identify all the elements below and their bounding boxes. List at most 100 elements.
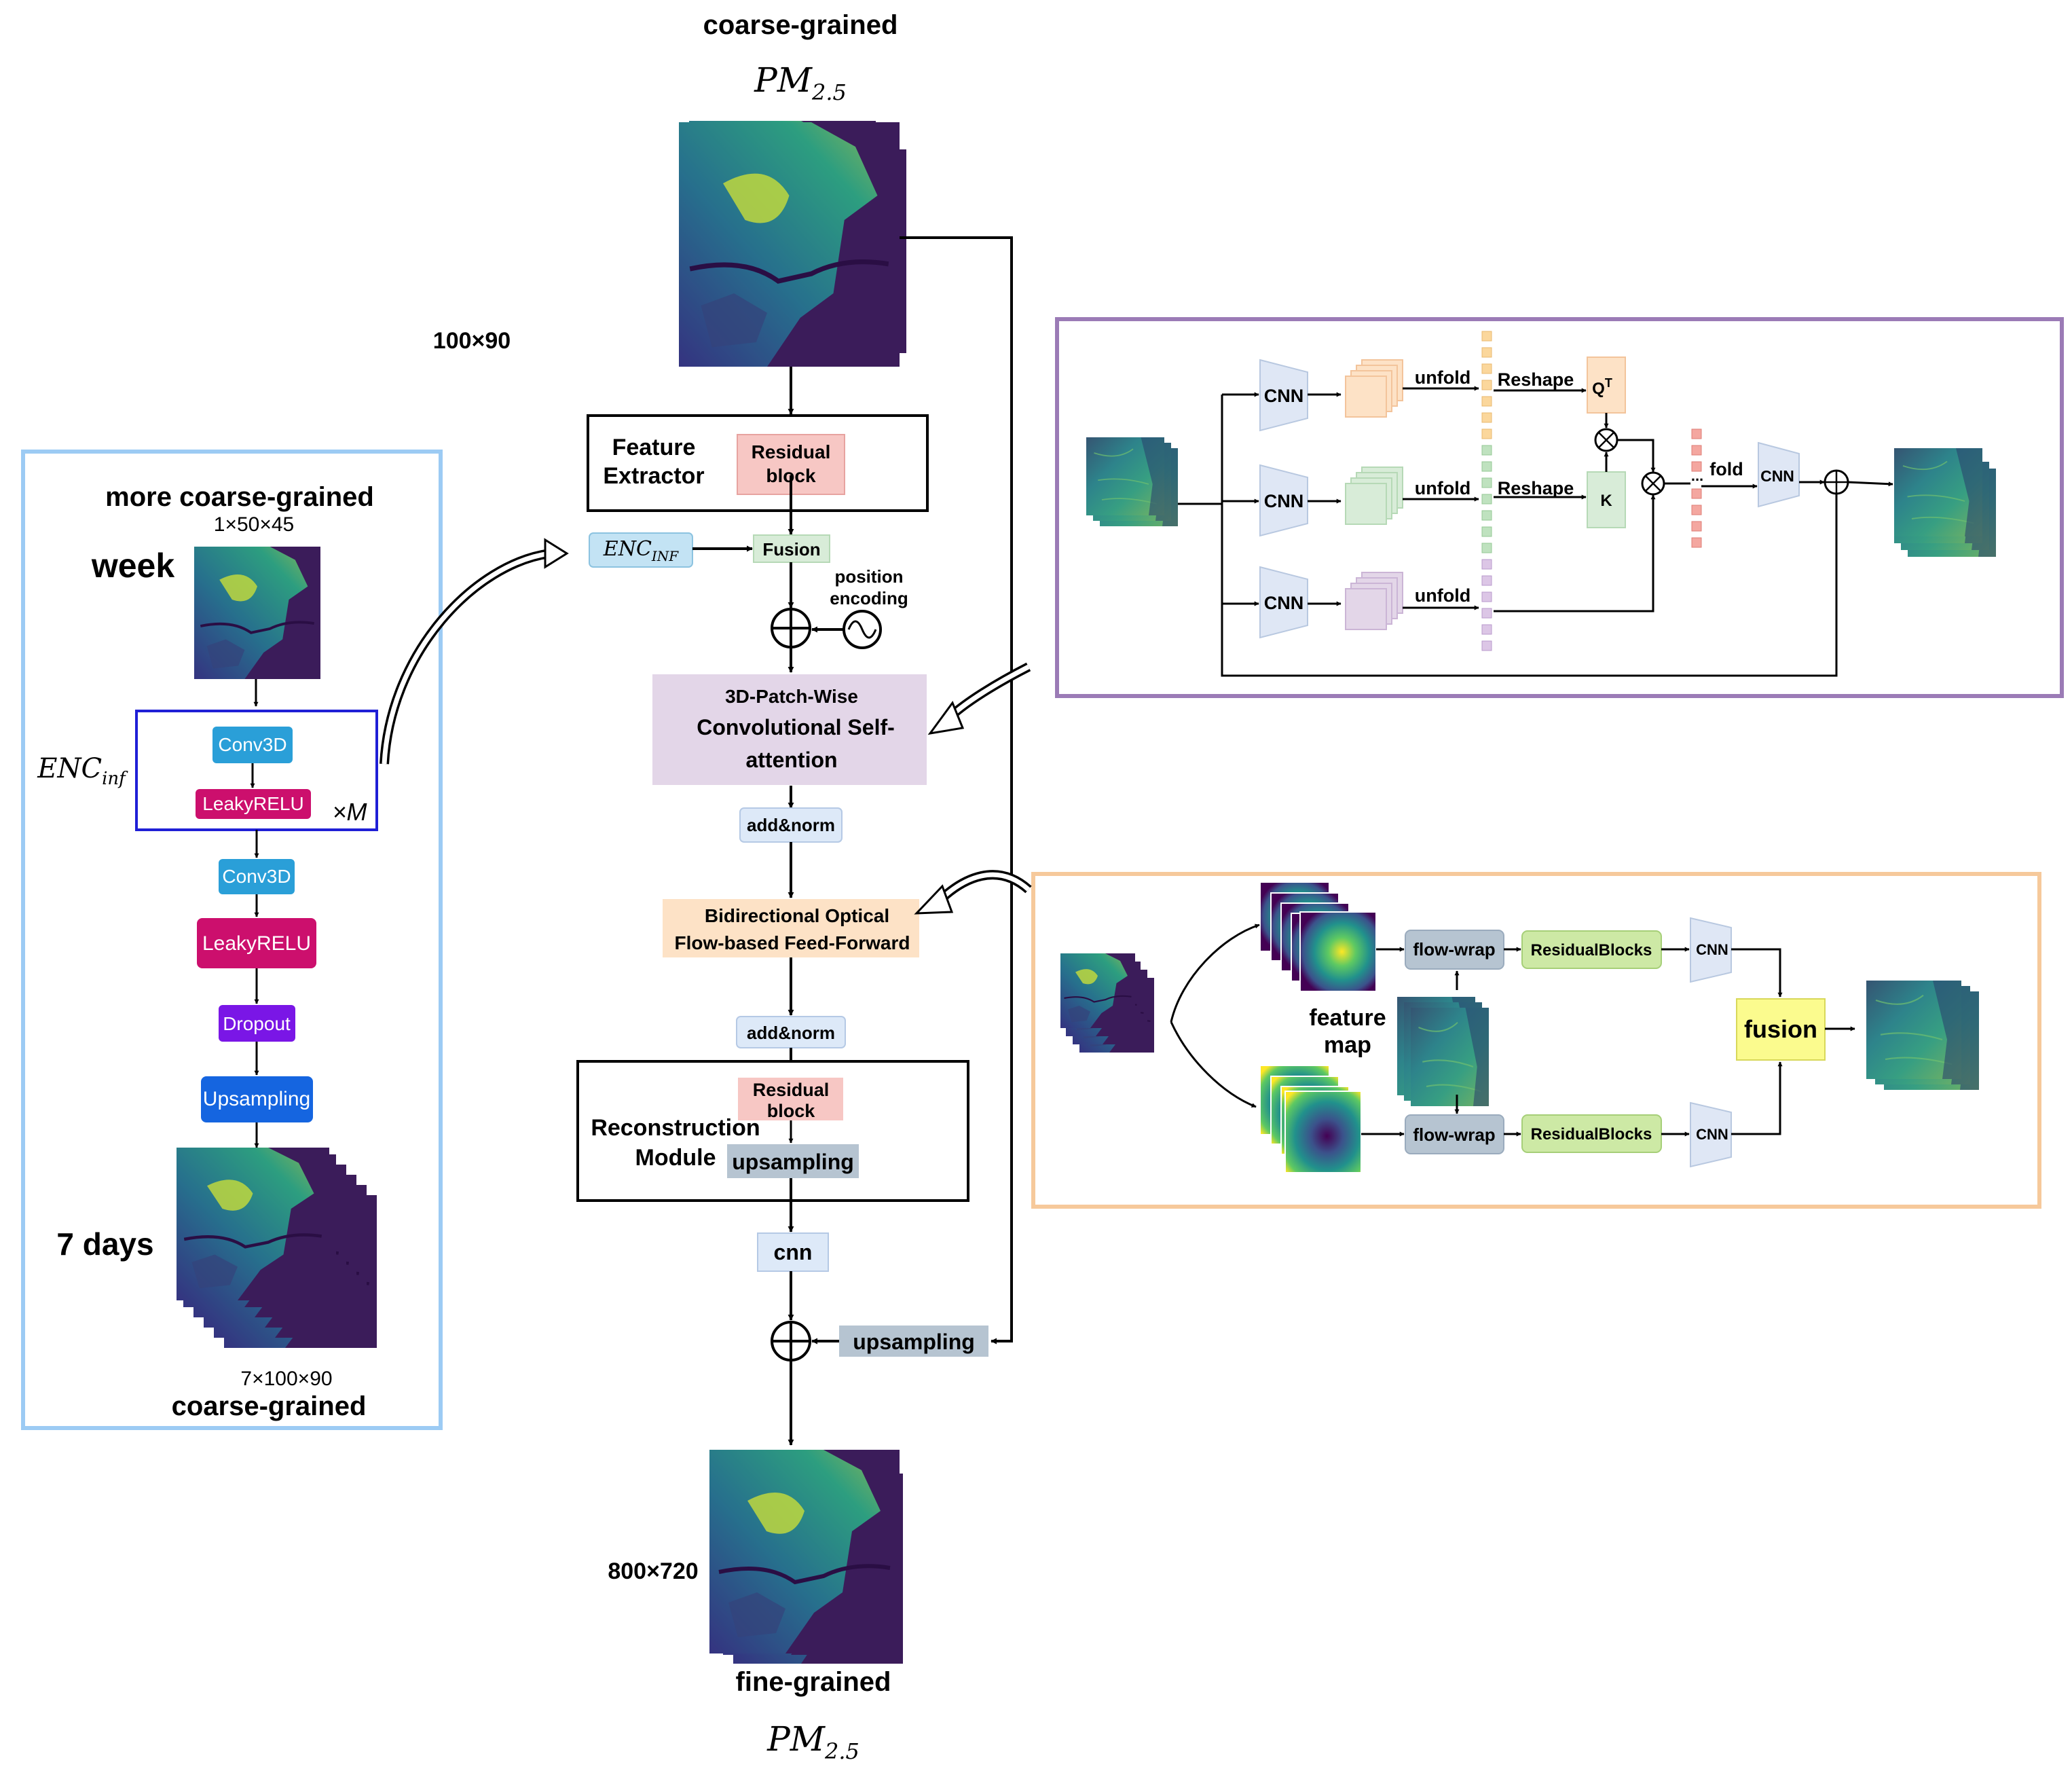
feature-extractor-label-1: Feature	[612, 435, 696, 460]
feed-forward-label-1: Bidirectional Optical	[705, 905, 889, 926]
top-pm25-label: PM2.5	[754, 60, 847, 105]
att-v-to-mult2	[1494, 494, 1656, 613]
left-panel-title: more coarse-grained	[105, 482, 374, 512]
enc-inf-base: ENC	[603, 537, 652, 561]
att-q-box	[1587, 357, 1626, 414]
att-patch-column-v	[1481, 559, 1492, 651]
att-feature-stack-q	[1345, 359, 1403, 418]
att-add-to-output	[1847, 481, 1893, 487]
flow-input-map	[1059, 952, 1155, 1054]
output-map-stack	[709, 1450, 903, 1664]
attention-label-1: 3D-Patch-Wise	[725, 686, 858, 707]
skip-connection-line	[900, 236, 1013, 1345]
flow-cnn1-to-fusion	[1731, 948, 1783, 998]
flow-yellow-blob-stack	[1261, 883, 1377, 992]
fusion-label: Fusion	[762, 539, 820, 560]
recon-residual-box	[738, 1078, 843, 1120]
att-q-text: Q	[1592, 380, 1605, 398]
feed-forward-box	[663, 899, 919, 957]
residual-blocks-label-1: ResidualBlocks	[1531, 941, 1652, 959]
cnn-label: cnn	[774, 1240, 813, 1264]
att-unfold-label-1: unfold	[1415, 367, 1470, 388]
att-k-label: K	[1600, 492, 1612, 510]
feed-forward-label-2: Flow-based Feed-Forward	[675, 932, 910, 953]
att-reshape-label-2: Reshape	[1498, 478, 1574, 498]
position-encoding-label-1: position	[834, 566, 903, 587]
leaky-inner-box	[196, 789, 311, 819]
att-add-circle	[1824, 469, 1849, 495]
add-circle-1	[771, 608, 811, 648]
bottom-pm-base: PM	[766, 1719, 826, 1759]
flow-panel-border	[1031, 872, 2041, 1209]
conv3d-box	[219, 859, 295, 894]
att-output-map	[1893, 447, 1997, 558]
times-m-label: ×M	[332, 798, 367, 826]
att-feature-stack-v	[1345, 572, 1403, 630]
add-circle-2	[771, 1321, 811, 1361]
flow-wrap-label-2: flow-wrap	[1413, 1125, 1495, 1145]
att-residual-path	[1221, 395, 1839, 677]
leaky-inner-label: LeakyRELU	[202, 793, 303, 814]
reconstruction-label-1: Reconstruction	[591, 1115, 760, 1141]
flow-branch-down	[1170, 1021, 1257, 1108]
skip-upsampling-box	[839, 1326, 988, 1357]
upsampling-left-label: Upsampling	[203, 1088, 310, 1110]
bottom-pm-sub: 2.5	[824, 1738, 859, 1764]
flow-cnn-2-label: CNN	[1696, 1126, 1728, 1143]
feature-map-label-1: feature	[1309, 1005, 1386, 1031]
att-output-patches	[1691, 428, 1702, 548]
attention-input-map	[1086, 437, 1179, 527]
flow-cnn-1: CNN	[1690, 917, 1732, 983]
att-q-label: QT	[1592, 376, 1612, 398]
upsampling-left-box	[201, 1076, 313, 1122]
dropout-label: Dropout	[223, 1013, 291, 1034]
recon-upsampling-label: upsampling	[732, 1150, 854, 1174]
top-pm-sub: 2.5	[811, 79, 847, 105]
att-multiply-1	[1594, 428, 1618, 452]
skip-upsampling-label: upsampling	[853, 1330, 975, 1354]
att-cnn-out-label: CNN	[1760, 467, 1794, 485]
conv3d-inner-label: Conv3D	[218, 734, 286, 755]
bottom-pm25-label: PM2.5	[766, 1719, 859, 1764]
enc-left-base: ENC	[37, 753, 102, 784]
flow-fusion-box	[1736, 998, 1826, 1061]
dropout-box	[219, 1005, 295, 1042]
att-mult1-to-mult2	[1617, 439, 1656, 473]
curved-arrow-flow	[914, 870, 1032, 915]
add-norm-label-1: add&norm	[747, 815, 835, 835]
att-cnn-out: CNN	[1758, 441, 1800, 508]
feature-map-label-2: map	[1324, 1032, 1371, 1058]
att-cnn-3: CNN	[1259, 566, 1308, 639]
attention-box	[652, 674, 927, 785]
add-norm-label-2: add&norm	[747, 1023, 835, 1043]
att-unfold-label-2: unfold	[1415, 478, 1470, 498]
att-cnn-2-label: CNN	[1264, 491, 1304, 511]
top-title: coarse-grained	[703, 10, 898, 40]
week-label: week	[91, 547, 175, 585]
att-patch-column-k	[1481, 445, 1492, 553]
flow-cnn-2: CNN	[1690, 1101, 1732, 1168]
times-m-text: ×M	[332, 798, 367, 826]
residual-blocks-label-2: ResidualBlocks	[1531, 1125, 1652, 1144]
att-cnn-1: CNN	[1259, 359, 1308, 432]
leaky-box	[197, 918, 316, 968]
reconstruction-label-2: Module	[635, 1145, 716, 1171]
attention-label-3: attention	[745, 748, 837, 772]
recon-upsampling-box	[727, 1144, 859, 1178]
recon-residual-label-2: block	[767, 1101, 816, 1121]
seven-days-label: 7 days	[56, 1226, 153, 1262]
feature-extractor-label-2: Extractor	[603, 463, 704, 489]
att-patch-column-q	[1481, 331, 1492, 439]
flow-cnn2-to-fusion	[1731, 1061, 1783, 1135]
att-cnn-2: CNN	[1259, 464, 1308, 537]
att-cnn-1-label: CNN	[1264, 386, 1304, 406]
flow-branch-up	[1170, 924, 1260, 1023]
curved-arrow-enc	[380, 538, 569, 765]
flow-cnn-1-label: CNN	[1696, 941, 1728, 958]
input-size-label: 100×90	[433, 328, 511, 354]
seven-days-map-stack	[177, 1148, 377, 1348]
att-unfold-label-3: unfold	[1415, 585, 1470, 606]
curved-arrow-attention	[927, 662, 1031, 735]
flow-wrap-label-1: flow-wrap	[1413, 939, 1495, 959]
